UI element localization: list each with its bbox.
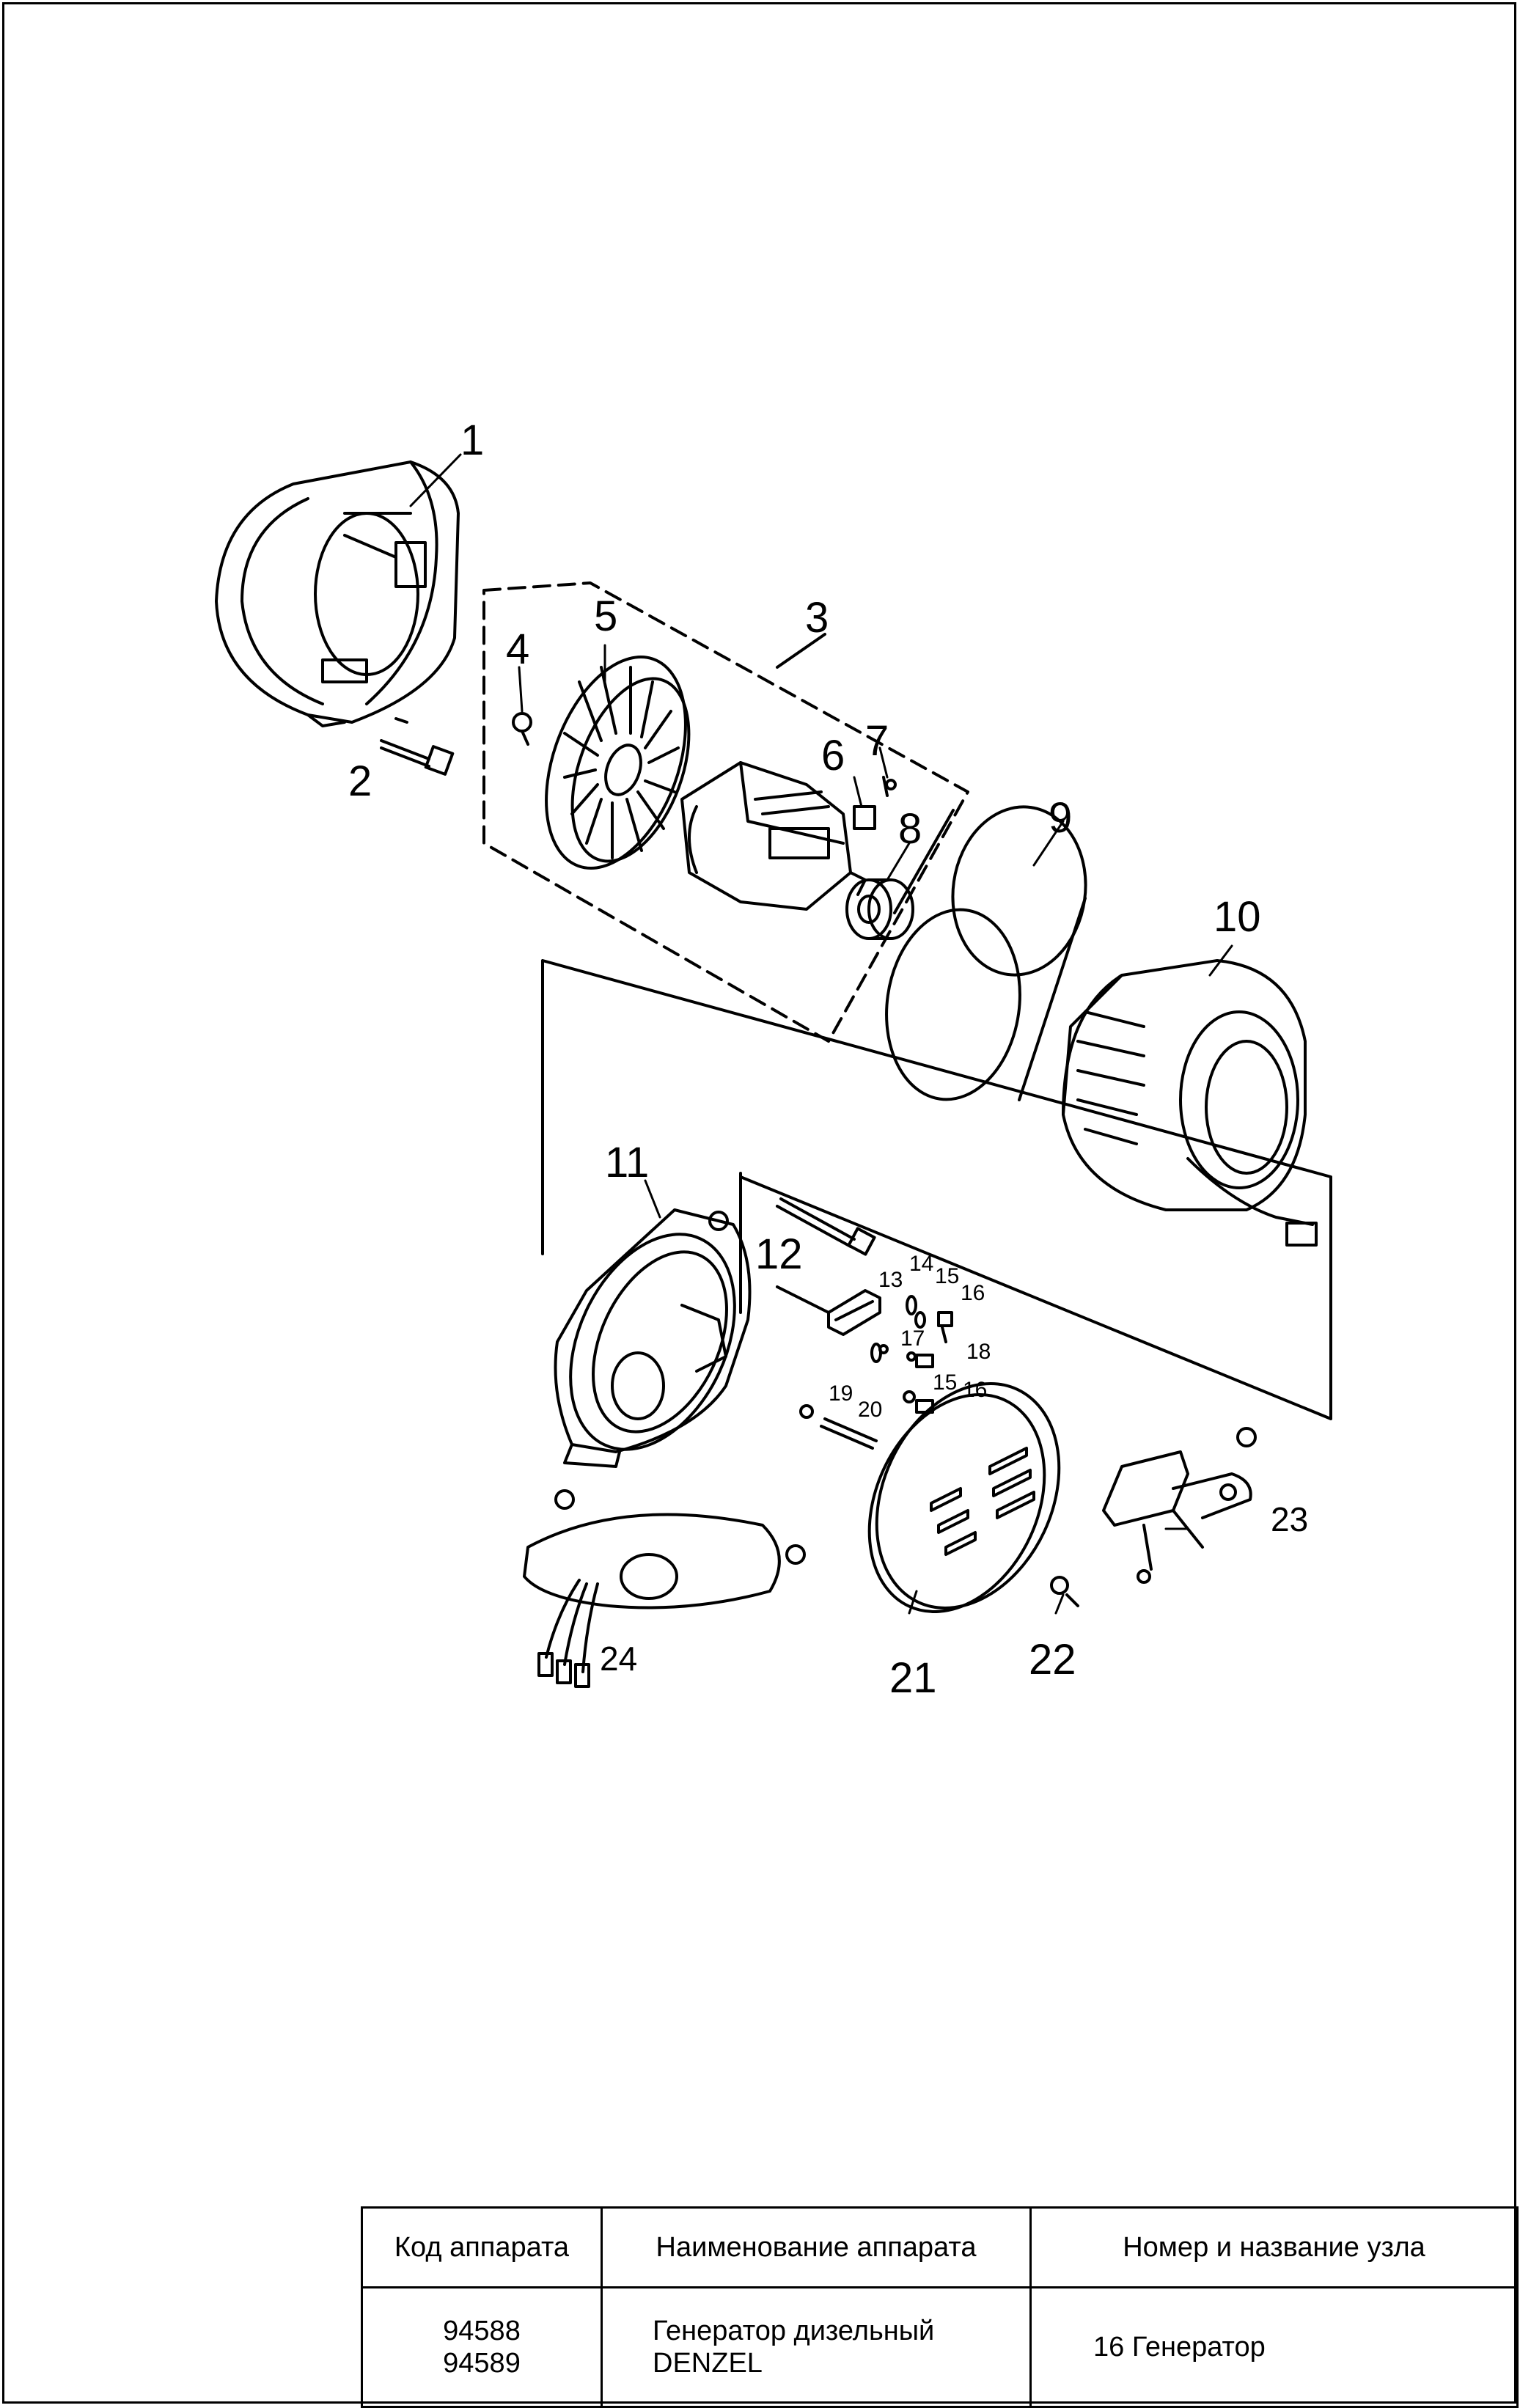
part-cylinder-9	[885, 805, 1087, 1101]
callout-15: 15	[935, 1264, 959, 1288]
rotor-assembly-frame	[482, 581, 969, 1043]
callout-16: 16	[961, 1281, 985, 1305]
callout-8: 8	[898, 805, 922, 853]
part-brush-assembly	[776, 1285, 953, 1450]
part-screw-4	[512, 712, 532, 746]
callout-1: 1	[460, 416, 484, 464]
callout-24: 24	[600, 1640, 637, 1678]
part-bolt-2	[380, 717, 455, 776]
callout-7: 7	[865, 717, 889, 765]
callout-16b: 16	[963, 1378, 987, 1402]
table-row: 94588 94589 Генератор дизельный DENZEL 1…	[361, 2286, 1519, 2408]
part-stator	[1062, 959, 1318, 1247]
part-bracket-23	[1102, 1427, 1257, 1584]
exploded-parts-diagram: 1 2 3 4 5 6 7 8 9 10 11 12 13 14 15 16 1…	[215, 416, 1332, 1702]
device-code-1: 94588	[443, 2316, 521, 2346]
callout-15b: 15	[933, 1370, 957, 1395]
part-bolt-12	[776, 1197, 876, 1256]
callout-10: 10	[1214, 893, 1261, 941]
callout-9: 9	[1049, 794, 1072, 842]
part-rear-bracket	[215, 460, 460, 727]
table-header-row: Код аппарата Наименование аппарата Номер…	[361, 2206, 1519, 2288]
part-end-cover	[867, 1382, 1061, 1613]
header-node: Номер и название узла	[1029, 2206, 1519, 2288]
part-screw-22	[1050, 1576, 1079, 1607]
part-rotor	[680, 761, 867, 911]
callout-14: 14	[909, 1252, 933, 1276]
part-fan	[545, 656, 691, 870]
callout-2: 2	[348, 757, 372, 805]
callout-12: 12	[755, 1230, 803, 1278]
callout-6: 6	[821, 732, 845, 779]
callout-19: 19	[829, 1381, 853, 1406]
callout-23: 23	[1271, 1500, 1308, 1538]
header-device-code: Код аппарата	[361, 2206, 603, 2288]
callout-13: 13	[878, 1268, 903, 1292]
callout-22: 22	[1029, 1636, 1076, 1684]
callout-4: 4	[506, 625, 529, 673]
cell-device-name: Генератор дизельный DENZEL	[601, 2286, 1032, 2408]
part-rectifier	[523, 1489, 806, 1688]
device-name-line-2: DENZEL	[653, 2348, 763, 2379]
callout-5: 5	[594, 592, 617, 640]
callout-20: 20	[858, 1398, 882, 1422]
callout-18: 18	[966, 1340, 991, 1364]
callout-11: 11	[605, 1139, 649, 1186]
callout-21: 21	[889, 1654, 937, 1702]
cell-node: 16 Генератор	[1029, 2286, 1519, 2408]
part-6-7-8	[845, 776, 914, 940]
header-device-name: Наименование аппарата	[601, 2206, 1032, 2288]
stator-assembly-frame	[541, 959, 1332, 1420]
callout-17: 17	[900, 1326, 925, 1351]
device-info-table: Код аппарата Наименование аппарата Номер…	[361, 2206, 1519, 2408]
callout-leaders	[409, 453, 1233, 1615]
callout-3: 3	[805, 594, 829, 642]
callout-numbers: 1 2 3 4 5 6 7 8 9 10 11 12 13 14 15 16 1…	[348, 416, 1308, 1702]
part-front-bracket	[554, 1208, 752, 1468]
cell-device-codes: 94588 94589	[361, 2286, 603, 2408]
device-name-line-1: Генератор дизельный	[653, 2316, 935, 2346]
device-code-2: 94589	[443, 2348, 521, 2379]
